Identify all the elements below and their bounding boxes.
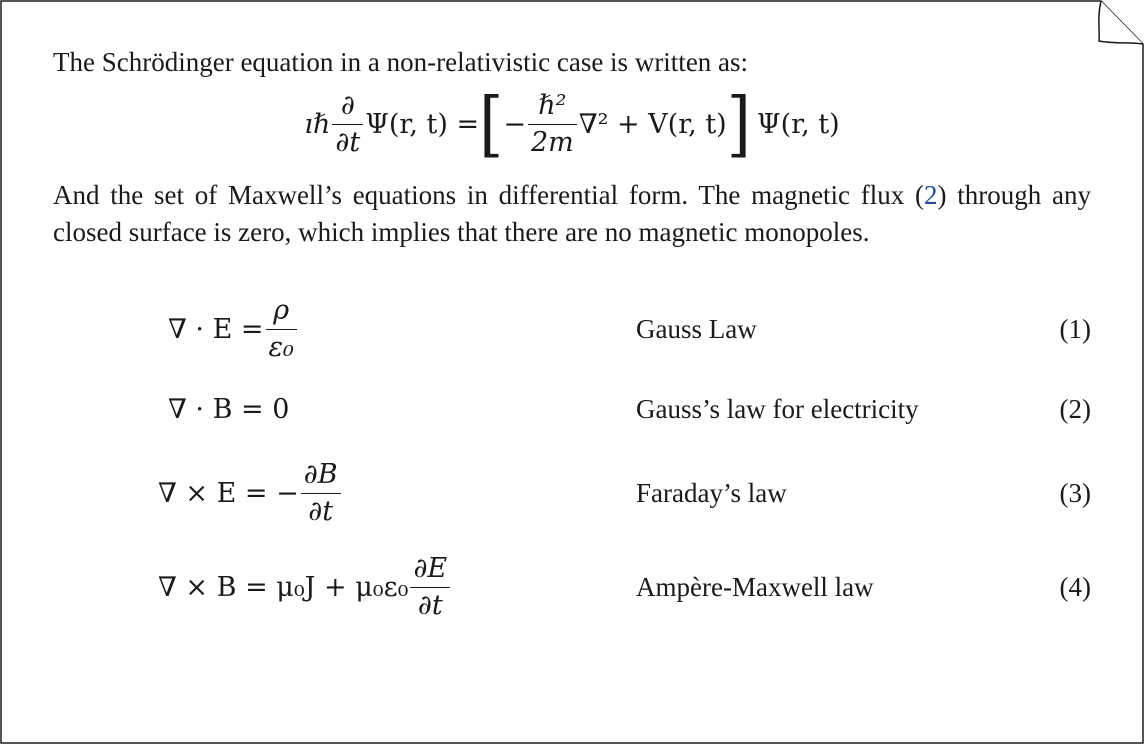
- equation-label: Gauss Law: [636, 314, 757, 344]
- left-bracket: [: [479, 81, 504, 166]
- schrodinger-equation: ıℏ ∂ ∂t Ψ(r, t) = [ − ℏ² 2m ∇² + V(r, t)…: [53, 81, 1091, 167]
- maxwell-paragraph: And the set of Maxwell’s equations in di…: [53, 177, 1091, 251]
- psi-lhs: Ψ(r, t) =: [365, 108, 480, 140]
- equation-lhs: ∇ × B = μ₀J + μ₀ε₀: [158, 571, 409, 603]
- hbar-fraction: ℏ² 2m: [527, 89, 577, 160]
- fraction-denominator: 2m: [530, 126, 574, 158]
- equation-label: Faraday’s law: [636, 478, 787, 508]
- fraction-numerator: ∂B: [300, 458, 341, 494]
- equation-3-math: ∇ × E = − ∂B ∂t: [158, 459, 343, 527]
- equation-number: (1): [1059, 314, 1091, 344]
- equation-number: (4): [1059, 572, 1091, 602]
- right-bracket: ]: [726, 81, 751, 166]
- minus-sign: −: [503, 108, 526, 140]
- equation-4-math: ∇ × B = μ₀J + μ₀ε₀ ∂E ∂t: [158, 553, 452, 621]
- fraction-denominator: ε₀: [268, 331, 294, 363]
- equation-label: Ampère-Maxwell law: [636, 572, 874, 602]
- equation-label: Gauss’s law for electricity: [636, 394, 919, 424]
- equation-row-1: ∇ · E = ρ ε₀ Gauss Law (1): [53, 295, 1091, 363]
- equation-fraction: ∂E ∂t: [410, 552, 451, 623]
- laplacian-potential: ∇² + V(r, t): [578, 108, 727, 140]
- equation-number: (2): [1059, 394, 1091, 424]
- equation-ref-link[interactable]: 2: [924, 180, 938, 210]
- equation-2-math: ∇ · B = 0: [168, 379, 289, 439]
- equation-fraction: ∂B ∂t: [300, 458, 341, 529]
- partial-t-fraction: ∂ ∂t: [332, 89, 364, 160]
- document-content: The Schrödinger equation in a non-relati…: [53, 44, 1091, 629]
- equation-1-math: ∇ · E = ρ ε₀: [168, 295, 299, 363]
- fraction-numerator: ℏ²: [527, 89, 577, 125]
- psi-rhs: Ψ(r, t): [756, 108, 840, 140]
- schrodinger-lhs-prefix: ıℏ: [304, 108, 331, 140]
- fraction-denominator: ∂t: [335, 126, 361, 158]
- fraction-numerator: ρ: [265, 294, 297, 330]
- fraction-denominator: ∂t: [417, 589, 443, 621]
- maxwell-paragraph-text-start: And the set of Maxwell’s equations in di…: [53, 180, 925, 210]
- fraction-denominator: ∂t: [308, 495, 334, 527]
- page-curl: [1098, 0, 1144, 45]
- equation-lhs: ∇ · B = 0: [168, 393, 290, 425]
- equation-row-4: ∇ × B = μ₀J + μ₀ε₀ ∂E ∂t Ampère-Maxwell …: [53, 553, 1091, 621]
- equation-fraction: ρ ε₀: [265, 294, 297, 365]
- equation-number: (3): [1059, 478, 1091, 508]
- maxwell-equations: ∇ · E = ρ ε₀ Gauss Law (1) ∇ · B = 0 Gau…: [53, 295, 1091, 629]
- fraction-numerator: ∂E: [410, 552, 451, 588]
- equation-lhs: ∇ × E = −: [158, 477, 299, 509]
- equation-row-2: ∇ · B = 0 Gauss’s law for electricity (2…: [53, 379, 1091, 439]
- equation-lhs: ∇ · E =: [168, 313, 264, 345]
- intro-paragraph: The Schrödinger equation in a non-relati…: [53, 47, 749, 77]
- equation-row-3: ∇ × E = − ∂B ∂t Faraday’s law (3): [53, 459, 1091, 527]
- maxwell-paragraph-text-end: ) through any closed surface is zero, wh…: [53, 180, 1091, 247]
- fraction-numerator: ∂: [332, 89, 364, 125]
